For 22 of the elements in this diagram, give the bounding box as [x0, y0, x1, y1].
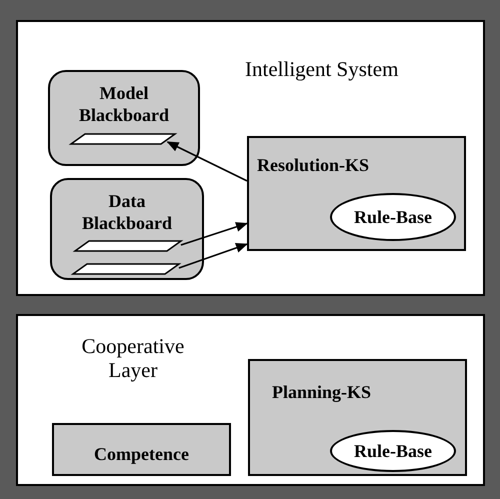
panel-title: Cooperative Layer — [80, 334, 186, 382]
blackboard-box — [48, 70, 200, 166]
panel-title: Intelligent System — [245, 56, 398, 83]
system-panel — [16, 20, 485, 296]
blackboard-title: Data Blackboard — [80, 190, 174, 234]
knowledge-source-title: Planning-KS — [272, 381, 372, 404]
knowledge-source-box — [247, 136, 466, 251]
blackboard-sheet — [70, 263, 182, 275]
arrow — [178, 243, 248, 269]
competence-label: Competence — [94, 443, 189, 466]
arrow — [180, 222, 248, 246]
rule-base-label: Rule-Base — [354, 440, 432, 462]
layer-panel — [16, 314, 485, 486]
blackboard-box — [50, 178, 204, 280]
arrow — [166, 141, 248, 182]
blackboard-sheet — [72, 240, 184, 252]
blackboard-sheet — [68, 133, 178, 145]
competence-box — [52, 423, 231, 476]
knowledge-source-title: Resolution-KS — [257, 154, 370, 177]
knowledge-source-box — [248, 359, 467, 476]
rule-base-label: Rule-Base — [354, 206, 432, 228]
blackboard-title: Model Blackboard — [78, 82, 170, 126]
